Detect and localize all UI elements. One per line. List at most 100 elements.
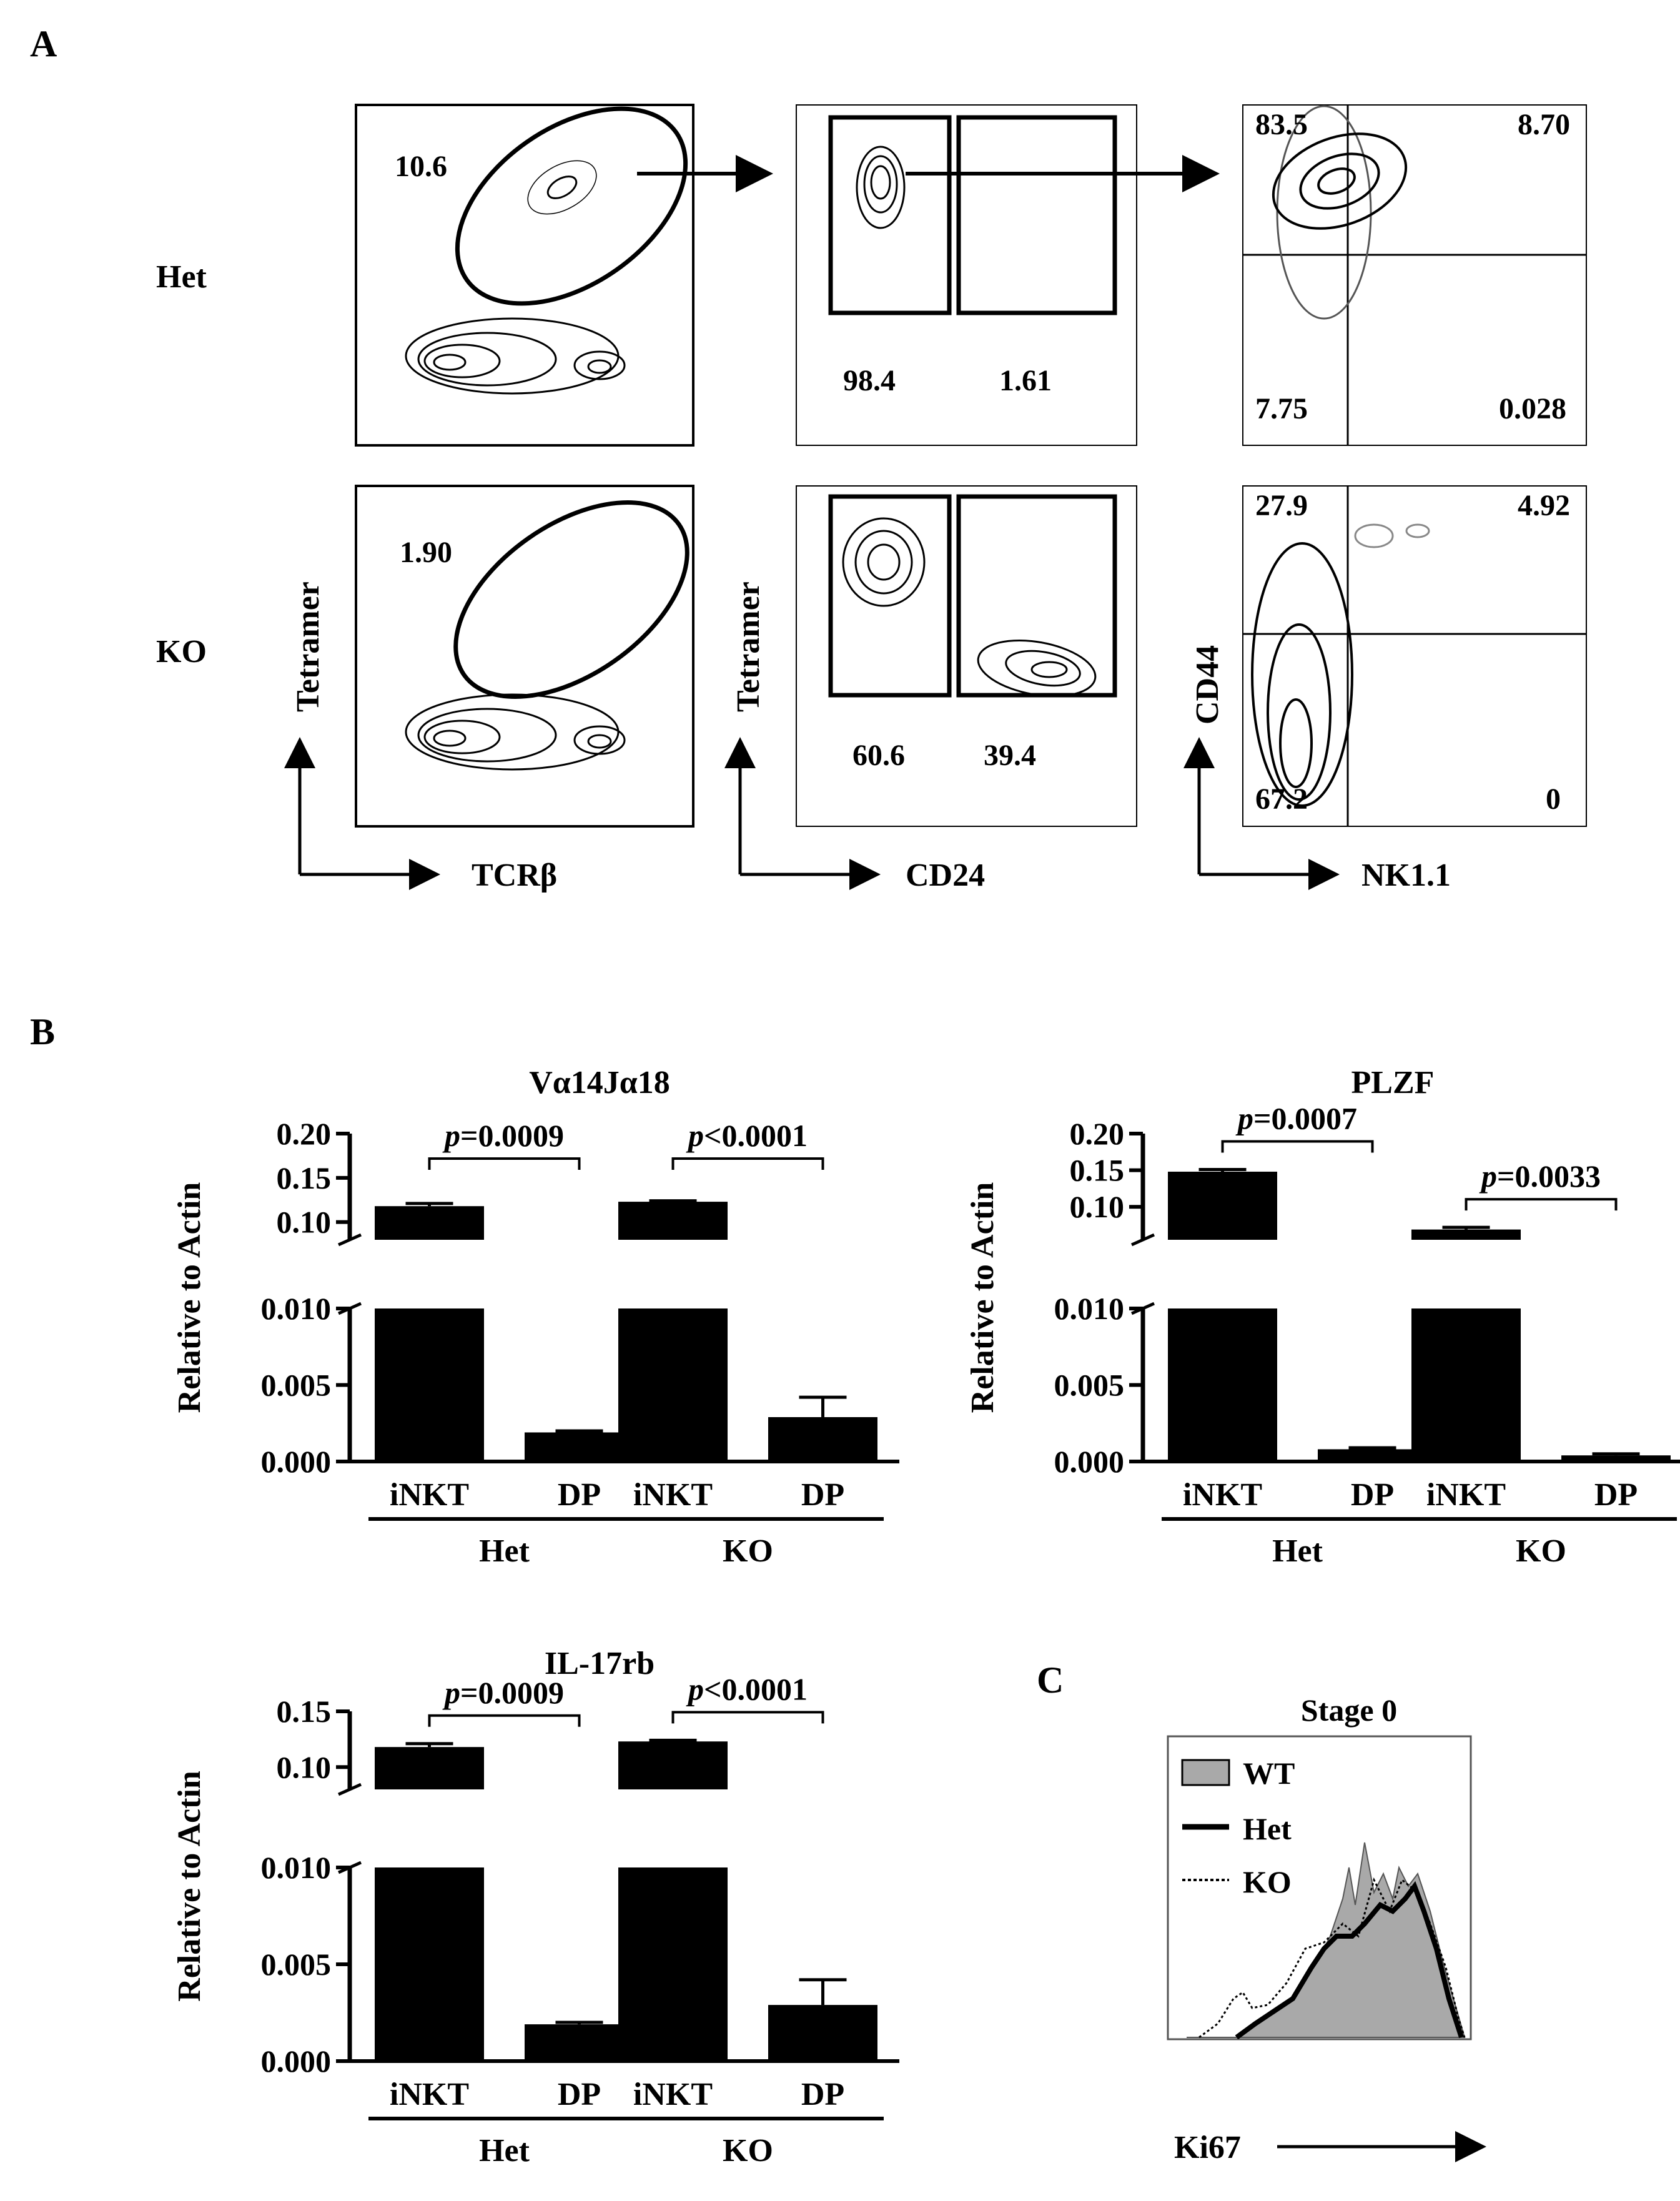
y-tick-label: 0.10 bbox=[1070, 1189, 1125, 1224]
ko-gate1-value: 1.90 bbox=[400, 536, 452, 569]
bar bbox=[1168, 1308, 1277, 1462]
het-cd24-tetramer-plot: 98.4 1.61 bbox=[796, 104, 1137, 446]
plot2-ylabel: Tetramer bbox=[731, 581, 766, 712]
het-q-ur: 8.70 bbox=[1518, 108, 1570, 141]
y-axis-label: Relative to Actin bbox=[172, 1771, 207, 2002]
y-tick-label: 0.20 bbox=[1070, 1116, 1125, 1151]
p-value-bracket bbox=[428, 1714, 581, 1727]
histogram-het-line bbox=[1235, 1881, 1464, 2040]
bar-label: iNKT bbox=[1426, 1477, 1506, 1513]
panel-c-label: C bbox=[1037, 1659, 1064, 1701]
bar-label: iNKT bbox=[633, 1477, 713, 1513]
axis-break-mark bbox=[337, 1783, 362, 1796]
group-label: Het bbox=[479, 2133, 530, 2169]
y-tick-label: 0.15 bbox=[277, 1160, 332, 1195]
group-label: KO bbox=[723, 2133, 773, 2169]
histogram-frame bbox=[1167, 1735, 1472, 2040]
histogram-title: Stage 0 bbox=[1301, 1693, 1397, 1728]
bar bbox=[618, 1308, 728, 1462]
bar-label: DP bbox=[801, 2077, 844, 2112]
legend-het: Het bbox=[1243, 1811, 1292, 1846]
y-axis-label: Relative to Actin bbox=[172, 1182, 207, 1413]
y-tick-label: 0.10 bbox=[277, 1749, 332, 1784]
bar bbox=[618, 1202, 728, 1240]
plot3-xlabel: NK1.1 bbox=[1361, 858, 1451, 893]
plot3-ylabel: CD44 bbox=[1190, 645, 1225, 725]
y-axis-label: Relative to Actin bbox=[965, 1182, 1001, 1413]
het-contour-population bbox=[405, 317, 626, 395]
bar-label: DP bbox=[801, 1477, 844, 1513]
group-label: KO bbox=[1516, 1533, 1566, 1569]
histogram-legend: WT Het KO bbox=[1181, 1756, 1295, 1899]
p-value-label: p=0.0033 bbox=[1479, 1159, 1601, 1194]
ko-q-ll: 67.2 bbox=[1255, 783, 1308, 816]
bar bbox=[1168, 1171, 1277, 1240]
chart-title: PLZF bbox=[1351, 1065, 1435, 1100]
bar-label: DP bbox=[1594, 1477, 1638, 1513]
p-value-label: p<0.0001 bbox=[686, 1671, 808, 1706]
y-tick-label: 0.005 bbox=[261, 1947, 332, 1982]
bar bbox=[525, 2024, 634, 2061]
y-tick-label: 0.10 bbox=[277, 1205, 332, 1240]
bar bbox=[1411, 1229, 1521, 1240]
panel-a-label: A bbox=[30, 23, 57, 64]
p-value-bracket bbox=[1221, 1140, 1374, 1153]
bar bbox=[618, 1867, 728, 2061]
p-value-label: p=0.0007 bbox=[1235, 1100, 1357, 1135]
bar bbox=[525, 1432, 634, 1462]
legend-ko: KO bbox=[1243, 1864, 1292, 1899]
ko-q-lr: 0 bbox=[1546, 783, 1561, 816]
legend-wt: WT bbox=[1243, 1756, 1295, 1791]
bar-label: iNKT bbox=[390, 2077, 469, 2112]
bar-label: DP bbox=[558, 2077, 601, 2112]
bar bbox=[1318, 1449, 1427, 1462]
p-value-label: p<0.0001 bbox=[686, 1118, 808, 1153]
bar bbox=[1561, 1455, 1671, 1462]
het-tcrb-tetramer-plot: 10.6 bbox=[355, 104, 694, 447]
row-label-ko: KO bbox=[156, 634, 207, 670]
plot1-xlabel: TCRβ bbox=[472, 858, 557, 893]
y-tick-label: 0.005 bbox=[261, 1368, 332, 1403]
ko-cd24-low-value: 60.6 bbox=[852, 739, 905, 772]
bar-charts: Vα14Jα180.100.150.200.0000.0050.010Relat… bbox=[172, 1065, 1680, 2169]
row-label-het: Het bbox=[156, 259, 207, 295]
p-value-label: p=0.0009 bbox=[442, 1675, 564, 1710]
axis-break-mark bbox=[1130, 1233, 1155, 1247]
y-tick-label: 0.000 bbox=[1054, 1444, 1125, 1479]
plot2-xlabel: CD24 bbox=[906, 858, 985, 893]
histogram-ko-line bbox=[1198, 1877, 1466, 2039]
y-tick-label: 0.000 bbox=[261, 2044, 332, 2079]
axis-break-mark bbox=[337, 1233, 362, 1247]
het-nk11-cd44-plot: 83.5 8.70 7.75 0.028 bbox=[1242, 104, 1587, 446]
bar-label: iNKT bbox=[633, 2077, 713, 2112]
axis-indicator-plot1: TCRβ Tetramer bbox=[284, 581, 557, 893]
bar bbox=[1411, 1308, 1521, 1462]
p-value-bracket bbox=[428, 1157, 581, 1170]
bar bbox=[618, 1741, 728, 1789]
bar-chart-0: Vα14Jα180.100.150.200.0000.0050.010Relat… bbox=[172, 1065, 899, 1569]
chart-title: IL-17rb bbox=[545, 1646, 655, 1681]
bar-label: DP bbox=[1351, 1477, 1394, 1513]
het-cd24-low-value: 98.4 bbox=[843, 364, 896, 397]
het-q-ll: 7.75 bbox=[1255, 392, 1308, 425]
y-tick-label: 0.005 bbox=[1054, 1368, 1125, 1403]
y-tick-label: 0.000 bbox=[261, 1444, 332, 1479]
bar bbox=[768, 2005, 877, 2061]
group-label: Het bbox=[1272, 1533, 1323, 1569]
bar bbox=[375, 1867, 484, 2061]
bar bbox=[375, 1747, 484, 1789]
bar bbox=[375, 1308, 484, 1462]
legend-wt-swatch bbox=[1181, 1759, 1230, 1786]
p-value-bracket bbox=[671, 1157, 824, 1170]
bar bbox=[375, 1206, 484, 1240]
bar-chart-1: PLZF0.100.150.200.0000.0050.010Relative … bbox=[965, 1065, 1680, 1569]
bar-label: iNKT bbox=[390, 1477, 469, 1513]
p-value-label: p=0.0009 bbox=[442, 1118, 564, 1153]
plot1-ylabel: Tetramer bbox=[290, 581, 326, 712]
histogram-xlabel: Ki67 bbox=[1174, 2130, 1241, 2165]
y-tick-label: 0.010 bbox=[261, 1850, 332, 1885]
het-cd24-high-value: 1.61 bbox=[999, 364, 1052, 397]
ko-q-ul: 27.9 bbox=[1255, 489, 1308, 522]
